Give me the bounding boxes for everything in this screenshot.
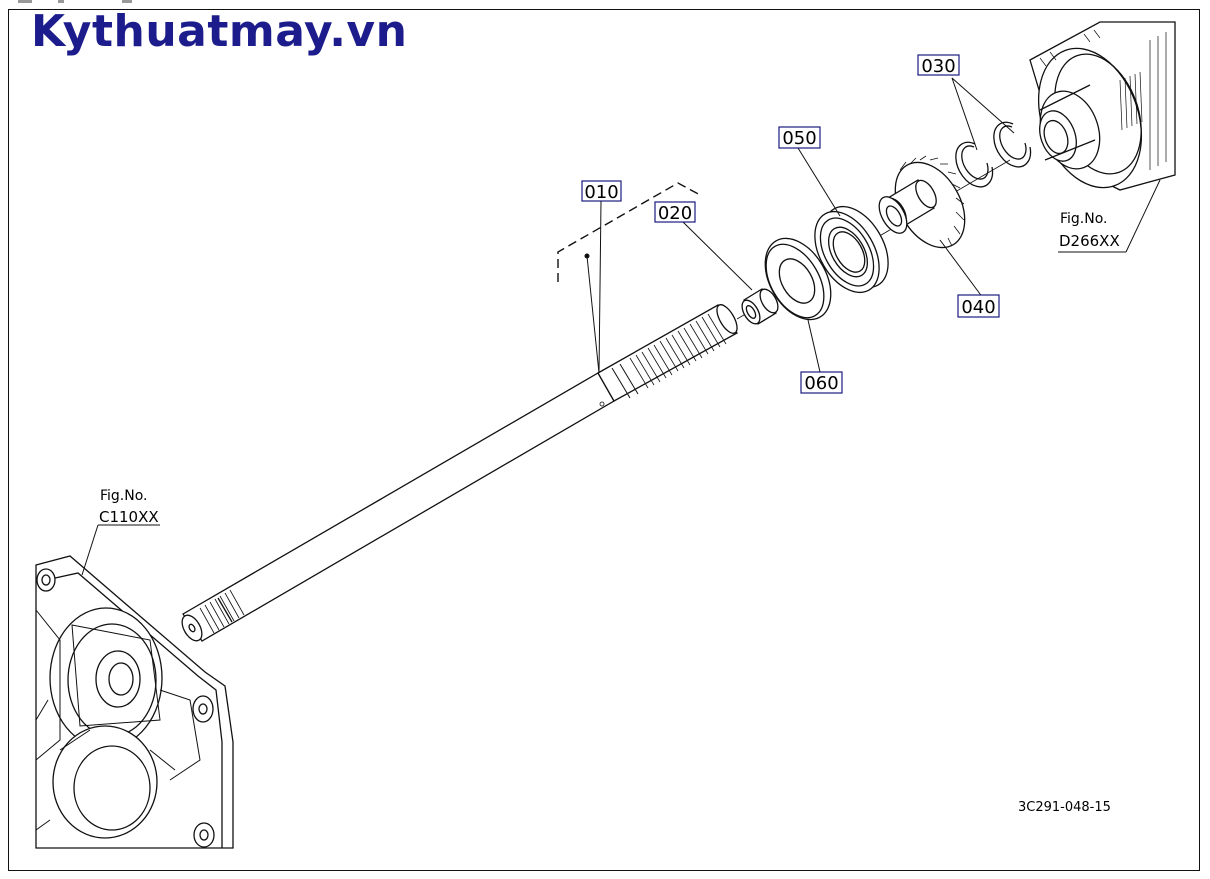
fig-code: C110XX xyxy=(99,508,159,526)
fig-caption: Fig.No. xyxy=(100,488,148,504)
part-group-bracket xyxy=(557,182,703,282)
label-050: 050 xyxy=(778,126,821,149)
part-number-060: 060 xyxy=(804,373,838,394)
part-number-030: 030 xyxy=(921,56,955,77)
site-brand: Kythuatmay.vn xyxy=(31,6,408,57)
label-040: 040 xyxy=(957,294,1000,318)
label-020: 020 xyxy=(654,201,696,224)
clutch-drum xyxy=(1029,21,1176,191)
shaft-spline-left xyxy=(199,589,245,634)
washer-060 xyxy=(764,237,832,321)
drawing-number: 3C291-048-15 xyxy=(1018,800,1111,815)
part-number-020: 020 xyxy=(658,203,692,224)
figure-reference-c110: Fig.No. C110XX xyxy=(99,488,159,526)
bracket-dot xyxy=(584,253,590,259)
collar-020 xyxy=(741,288,779,325)
figure-reference-d266: Fig.No. D266XX xyxy=(1059,211,1120,250)
bearing-050 xyxy=(814,205,889,294)
fig-code: D266XX xyxy=(1059,232,1120,250)
gearbox-housing xyxy=(35,555,234,849)
bevel-gear-040 xyxy=(878,155,966,249)
part-number-010: 010 xyxy=(584,182,618,203)
main-shaft xyxy=(181,304,738,642)
label-060: 060 xyxy=(800,371,843,394)
leader-lines xyxy=(81,77,1161,576)
label-010: 010 xyxy=(581,180,622,203)
shaft-spline-right xyxy=(629,313,727,389)
strip-mark xyxy=(18,0,32,3)
strip-mark xyxy=(122,0,132,3)
part-number-040: 040 xyxy=(961,297,995,318)
top-strip xyxy=(0,0,1210,6)
fig-caption: Fig.No. xyxy=(1060,211,1108,227)
part-number-050: 050 xyxy=(782,128,816,149)
strip-mark xyxy=(58,0,64,3)
snap-rings-030 xyxy=(955,121,1032,188)
label-030: 030 xyxy=(917,54,960,77)
